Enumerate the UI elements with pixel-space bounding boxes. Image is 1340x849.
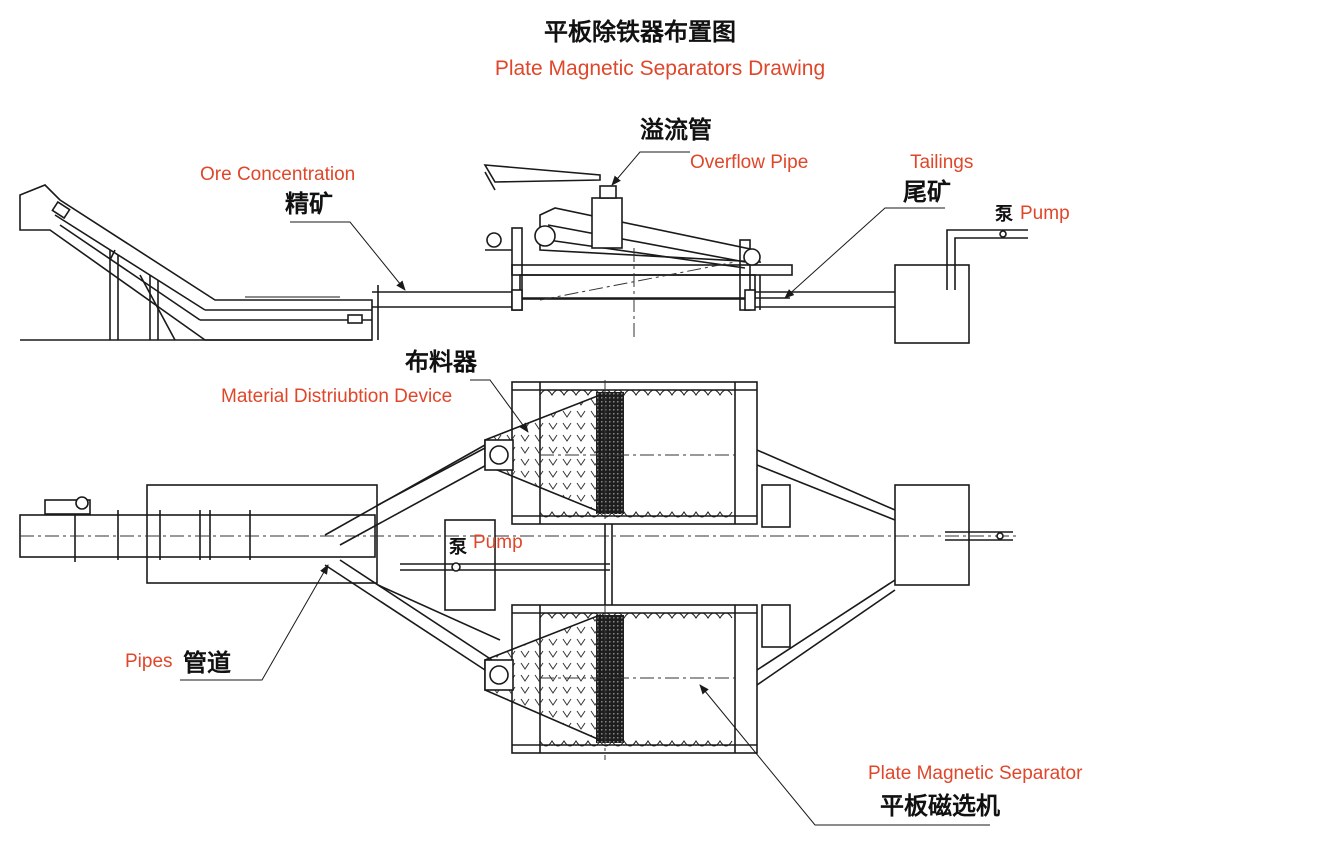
distributor-label-en: Material Distriubtion Device	[221, 386, 452, 407]
inclined-conveyor-side	[19, 184, 373, 341]
tailings-tank-side	[894, 264, 970, 344]
pump-top-label-cn: 泵	[995, 204, 1013, 225]
overflow-pipe-label-cn: 溢流管	[640, 116, 712, 144]
distributor-label-cn: 布料器	[405, 348, 478, 376]
pipes-label-en: Pipes	[125, 651, 173, 672]
tailings-label-en: Tailings	[910, 152, 973, 173]
feed-conveyor-plan	[19, 484, 1020, 584]
pipes-label-cn: 管道	[183, 649, 231, 677]
separator-label-cn: 平板磁选机	[880, 792, 1000, 820]
side-view	[19, 151, 1028, 344]
ore-concentration-label-en: Ore Concentration	[200, 164, 355, 185]
title-english: Plate Magnetic Separators Drawing	[495, 57, 825, 80]
separator-plan-bottom	[484, 579, 896, 754]
plan-view	[19, 379, 1020, 826]
separator-label-en: Plate Magnetic Separator	[868, 763, 1083, 784]
ore-concentration-label-cn: 精矿	[285, 190, 333, 218]
tailings-tank-plan	[894, 484, 970, 586]
pump-box-plan	[444, 519, 496, 611]
tailings-label-cn: 尾矿	[903, 178, 951, 206]
pump-mid-label-en: Pump	[473, 532, 523, 553]
separator-side	[483, 164, 793, 340]
pump-top-label-en: Pump	[1020, 203, 1070, 224]
title-chinese: 平板除铁器布置图	[544, 18, 736, 46]
separator-plan-top	[484, 381, 896, 528]
pump-mid-label-cn: 泵	[449, 537, 467, 558]
overflow-pipe-label-en: Overflow Pipe	[690, 152, 808, 173]
